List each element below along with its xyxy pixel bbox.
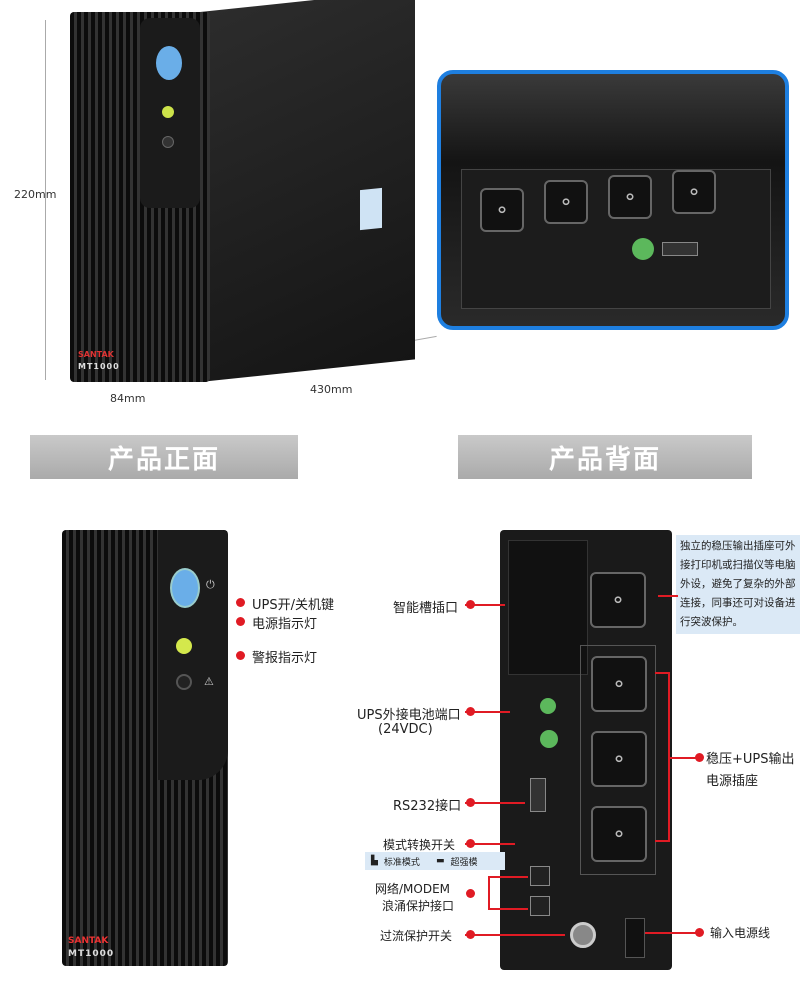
rear-closeup-frame: ⚬ ⚬ ⚬ ⚬ [437,70,789,330]
power-led [162,106,174,118]
mode-legend: ▙ 标准模式 ▬ 超强模 [365,852,505,870]
label-power-button: UPS开/关机键 [252,598,334,613]
control-panel [140,18,200,208]
alarm-led [176,674,192,690]
ups-front-3d: SANTAK MT1000 [70,12,210,382]
ups-outlet-group: ⚬ ⚬ ⚬ [580,645,656,875]
label-battery-port: UPS外接电池端口 [357,708,461,723]
qc-sticker [540,698,556,714]
label-mode-switch: 模式转换开关 [383,838,456,852]
depth-dimension: 430mm [310,383,353,396]
label-alarm-led: 警报指示灯 [252,651,318,666]
height-dimension: 220mm [14,188,57,201]
outlet-note: 独立的稳压输出插座可外接打印机或扫描仪等电脑外设，避免了复杂的外部连接，同事还可… [676,535,800,634]
breaker-button [570,922,596,948]
front-section-header: 产品正面 [30,435,298,479]
network-port [530,866,550,886]
ups-back-view: ⚬ ⚬ ⚬ ⚬ [500,530,672,970]
smart-slot [508,540,588,675]
label-outlets-1: 稳压+UPS输出 [706,752,795,767]
label-input: 输入电源线 [710,926,771,940]
outlet-icon: ⚬ [480,188,524,232]
outlet-icon: ⚬ [591,806,647,862]
super-mode-icon: ▬ [435,856,445,866]
label-overcurrent: 过流保护开关 [380,929,453,943]
outlet-icon: ⚬ [591,656,647,712]
outlet-icon: ⚬ [591,731,647,787]
power-led [176,638,192,654]
height-dimension-line [45,20,46,380]
label-battery-voltage: (24VDC) [378,722,433,737]
rs232-port [662,242,698,256]
modem-port [530,896,550,916]
power-cord [625,918,645,958]
label-network-2: 浪涌保护接口 [382,899,455,913]
mode-standard: 标准模式 [383,857,420,868]
ups-side-panel [200,0,415,383]
warning-icon: ⚠ [204,675,214,688]
outlet-icon: ⚬ [544,180,588,224]
power-icon: ⏻ [206,578,215,591]
standard-mode-icon: ▙ [371,856,378,866]
model-label: MT1000 [78,362,120,371]
brand-logo: SANTAK [78,350,114,359]
rs232-port [530,778,546,812]
rear-panel: ⚬ ⚬ ⚬ ⚬ [461,169,771,309]
mode-super: 超强模 [450,857,478,868]
label-smart-slot: 智能槽插口 [393,601,459,616]
qc-sticker [540,730,558,748]
qc-sticker [632,238,654,260]
product-label-sticker [360,187,382,231]
label-power-led: 电源指示灯 [252,617,318,632]
model-label: MT1000 [68,949,115,959]
alarm-led [162,136,174,148]
power-button [156,46,182,80]
label-rs232: RS232接口 [393,799,462,814]
back-section-header: 产品背面 [458,435,752,479]
label-network-1: 网络/MODEM [375,882,451,896]
outlet-icon: ⚬ [608,175,652,219]
front-control-panel: ⏻ ⚠ [158,530,228,780]
label-outlets-2: 电源插座 [706,774,759,789]
brand-logo: SANTAK [68,936,109,946]
power-button [170,568,200,608]
ups-front-view: ⏻ ⚠ SANTAK MT1000 [62,530,228,966]
outlet-icon: ⚬ [590,572,646,628]
width-dimension: 84mm [110,392,146,405]
outlet-icon: ⚬ [672,170,716,214]
